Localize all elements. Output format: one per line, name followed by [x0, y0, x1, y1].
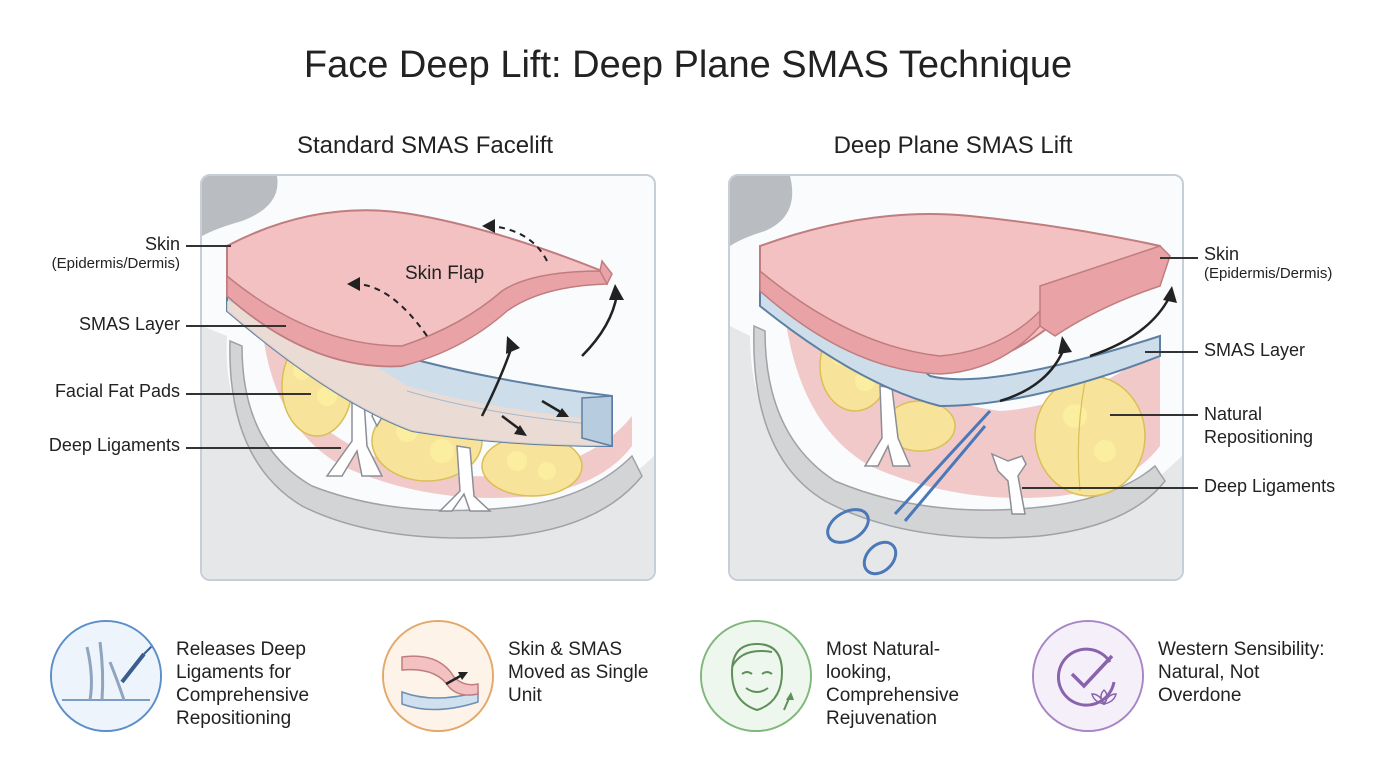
left-skin-text: Skin	[144, 234, 180, 254]
right-repositioning-line1: Natural	[1204, 404, 1263, 424]
feature-text: Western Sensibility: Natural, Not Overdo…	[1158, 639, 1325, 706]
feature-icon-circle	[700, 620, 812, 732]
right-ligaments-leader	[1022, 487, 1198, 489]
left-skin-label: Skin(Epidermis/Dermis)	[0, 234, 180, 272]
layered-tissue-icon	[384, 622, 492, 730]
right-repositioning-leader	[1110, 414, 1198, 416]
feature-text: Skin & SMAS Moved as Single Unit	[508, 639, 649, 706]
feature-icon-circle	[382, 620, 494, 732]
left-smas-leader	[186, 325, 286, 327]
arrowheads	[1058, 286, 1177, 354]
left-skin-leader	[186, 245, 231, 247]
page-title: Face Deep Lift: Deep Plane SMAS Techniqu…	[303, 44, 1073, 86]
feature-icon-circle	[50, 620, 162, 732]
feature-natural-looking: Most Natural-looking, Comprehensive Reju…	[700, 620, 1010, 735]
ear-shadow	[202, 176, 278, 236]
bone-layer	[229, 339, 643, 539]
lift-arrows	[999, 295, 1172, 403]
standard-smas-illustration	[202, 176, 654, 579]
feature-text: Releases Deep Ligaments for Comprehensiv…	[176, 639, 310, 729]
left-fat-leader	[186, 393, 311, 395]
right-ligaments-label: Deep Ligaments	[1204, 476, 1336, 496]
ear-shadow	[730, 176, 793, 246]
left-fat-label: Facial Fat Pads	[54, 381, 180, 401]
right-repositioning-line2: Repositioning	[1204, 427, 1314, 447]
right-skin-leader	[1160, 257, 1198, 259]
right-smas-leader	[1145, 351, 1198, 353]
feature-western-sensibility: Western Sensibility: Natural, Not Overdo…	[1032, 620, 1342, 735]
deep-ligaments	[863, 385, 1027, 515]
right-skin-text: Skin	[1204, 244, 1240, 264]
feature-icon-circle	[1032, 620, 1144, 732]
right-panel-illustration	[728, 174, 1184, 581]
left-ligaments-label: Deep Ligaments	[48, 435, 180, 455]
left-smas-label: SMAS Layer	[78, 314, 180, 334]
left-ligaments-leader	[186, 447, 341, 449]
right-panel-heading: Deep Plane SMAS Lift	[833, 132, 1073, 159]
deep-plane-illustration	[730, 176, 1182, 579]
ligament-scalpel-icon	[52, 622, 160, 730]
left-skin-subtext: (Epidermis/Dermis)	[51, 255, 180, 272]
left-panel-illustration: Skin Flap	[200, 174, 656, 581]
feature-releases-ligaments: Releases Deep Ligaments for Comprehensiv…	[50, 620, 360, 735]
feature-single-unit: Skin & SMAS Moved as Single Unit	[382, 620, 692, 735]
right-skin-label: Skin(Epidermis/Dermis)	[1204, 244, 1332, 282]
skin-flap-label: Skin Flap	[405, 263, 485, 284]
right-skin-subtext: (Epidermis/Dermis)	[1204, 265, 1333, 282]
smiling-face-icon	[702, 622, 810, 730]
left-panel-heading: Standard SMAS Facelift	[296, 132, 554, 159]
dashed-arrows	[356, 225, 548, 337]
bone-layer	[753, 324, 1166, 539]
surgical-scissors-icon	[826, 409, 992, 576]
feature-text: Most Natural-looking, Comprehensive Reju…	[826, 639, 960, 729]
checkmark-leaf-icon	[1034, 622, 1142, 730]
right-smas-label: SMAS Layer	[1204, 340, 1306, 360]
arrowheads	[506, 284, 624, 436]
